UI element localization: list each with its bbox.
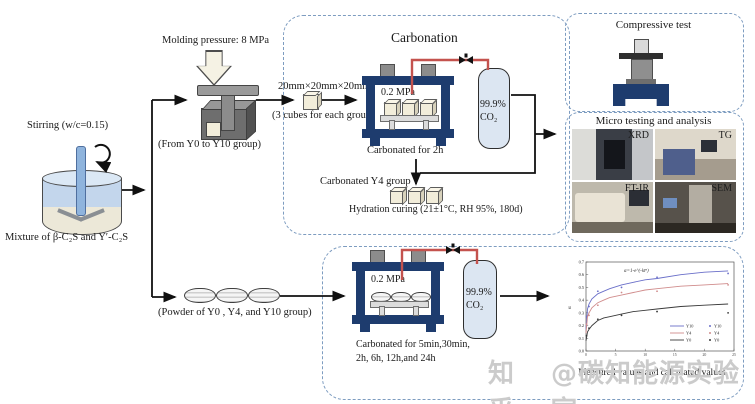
- watermark-brand: 知乎: [488, 359, 516, 404]
- watermark-handle: @碳知能源实验室: [551, 359, 741, 404]
- chart-caption: Measured values and calculated values: [578, 368, 726, 378]
- photo-label-xrd: XRD: [627, 130, 649, 141]
- svg-text:0.2: 0.2: [579, 323, 584, 328]
- svg-text:10: 10: [643, 353, 647, 357]
- svg-text:Y10: Y10: [714, 324, 721, 329]
- carbonated-duration-line1: Carbonated for 5min,30min,: [356, 339, 470, 350]
- co2-purity-label: 99.9%: [480, 99, 506, 110]
- photo-sem: SEM: [655, 182, 736, 233]
- micro-title: Micro testing and analysis: [595, 115, 712, 127]
- chamber-wall-left: [356, 271, 365, 321]
- svg-text:α=1-e^(-ktⁿ): α=1-e^(-ktⁿ): [624, 269, 649, 274]
- svg-text:0.3: 0.3: [579, 310, 584, 315]
- cube-in-chamber: [420, 102, 434, 116]
- svg-text:0.1: 0.1: [579, 336, 584, 341]
- svg-text:0.6: 0.6: [579, 272, 585, 277]
- chamber-wall-left: [366, 85, 375, 135]
- svg-text:0.7: 0.7: [579, 260, 585, 265]
- svg-text:Y4: Y4: [686, 331, 692, 336]
- powder-disk: [216, 288, 248, 303]
- svg-text:α: α: [568, 306, 573, 309]
- svg-text:Y10: Y10: [686, 324, 693, 329]
- tray-leg: [413, 306, 419, 316]
- tray-leg: [389, 120, 395, 130]
- sample-cube-icon: [303, 94, 319, 110]
- photo-tg: TG: [655, 129, 736, 180]
- chamber-foot: [370, 138, 380, 146]
- svg-text:0.4: 0.4: [579, 298, 585, 303]
- chamber-lid: [352, 262, 444, 271]
- carbonation-title: Carbonation: [391, 30, 458, 45]
- cube-note-label: (3 cubes for each group): [272, 110, 375, 121]
- press-piston: [221, 93, 235, 131]
- press-die-side: [246, 99, 256, 141]
- chamber-pressure-label: 0.2 MPa: [381, 87, 415, 98]
- molding-arrow-fill: [198, 52, 230, 84]
- carbonated-2h-label: Carbonated for 2h: [367, 145, 444, 156]
- svg-text:Y0: Y0: [686, 338, 691, 343]
- watermark: 知乎 @碳知能源实验室: [488, 353, 755, 404]
- cube-in-chamber: [402, 102, 416, 116]
- stirrer-rod: [76, 146, 86, 216]
- tray-leg: [379, 306, 385, 316]
- svg-text:0.0: 0.0: [579, 349, 584, 354]
- carbonation-degree-chart: 0.0 0.1 0.2 0.3 0.4 0.5 0.6 0.7 0 5 10 15 20 25 Y10 Y10…: [568, 260, 736, 358]
- compressive-test-box: [565, 13, 744, 112]
- press-sample: [206, 122, 221, 137]
- y4-cube: [426, 190, 440, 204]
- photo-xrd: XRD: [572, 129, 653, 180]
- compressive-step: [626, 79, 656, 84]
- svg-text:Y0: Y0: [714, 338, 719, 343]
- mixture-label: Mixture of β-C₂S and Y′-C₂S: [5, 232, 129, 243]
- svg-text:Y4: Y4: [714, 331, 720, 336]
- chamber-wall-right: [431, 271, 440, 321]
- co2-label: CO₂: [480, 112, 498, 123]
- compressive-title: Compressive test: [615, 19, 692, 31]
- sample-tray: [370, 301, 429, 308]
- chamber-pressure-label: 0.2 MPa: [371, 274, 405, 285]
- svg-text:5: 5: [615, 353, 617, 357]
- chamber-base: [362, 129, 454, 138]
- chamber-base: [352, 315, 444, 324]
- hydration-label: Hydration curing (21±1°C, RH 95%, 180d): [349, 204, 523, 215]
- photo-label-ftir: FT-IR: [624, 183, 649, 194]
- chamber-foot: [360, 324, 370, 332]
- rotation-arrow-icon: [94, 143, 112, 173]
- svg-text:20: 20: [703, 353, 707, 357]
- compressive-platen: [619, 53, 663, 59]
- molding-pressure-label: Molding pressure: 8 MPa: [162, 35, 270, 46]
- powder-disk: [248, 288, 280, 303]
- svg-text:15: 15: [673, 353, 677, 357]
- co2-label: CO₂: [466, 300, 484, 311]
- carbonated-duration-line2: 2h, 6h, 12h,and 24h: [356, 353, 436, 364]
- molding-group-label: (From Y0 to Y10 group): [158, 139, 262, 150]
- micro-testing-box: [565, 112, 744, 242]
- y4-cube: [390, 190, 404, 204]
- chamber-foot: [426, 324, 436, 332]
- press-crosshead: [197, 85, 259, 96]
- cube-in-chamber: [384, 102, 398, 116]
- svg-text:0.5: 0.5: [579, 285, 584, 290]
- compressive-column: [631, 59, 653, 81]
- powder-disk: [184, 288, 216, 303]
- carbonated-y4-label: Carbonated Y4 group: [320, 176, 411, 187]
- chamber-wall-right: [441, 85, 450, 135]
- powder-carbonation-box: [322, 246, 744, 400]
- powder-note-label: (Powder of Y0 , Y4, and Y10 group): [158, 307, 312, 318]
- y4-cube: [408, 190, 422, 204]
- stirring-label: Stirring (w/c=0.15): [27, 120, 109, 131]
- tray-leg: [423, 120, 429, 130]
- chamber-lid: [362, 76, 454, 85]
- cube-size-label: 20mm×20mm×20mm: [278, 81, 371, 92]
- photo-label-sem: SEM: [711, 183, 732, 194]
- photo-ftir: FT-IR: [572, 182, 653, 233]
- co2-purity-label: 99.9%: [466, 287, 492, 298]
- svg-text:25: 25: [732, 353, 736, 357]
- svg-text:0: 0: [585, 353, 587, 357]
- photo-label-tg: TG: [718, 130, 732, 141]
